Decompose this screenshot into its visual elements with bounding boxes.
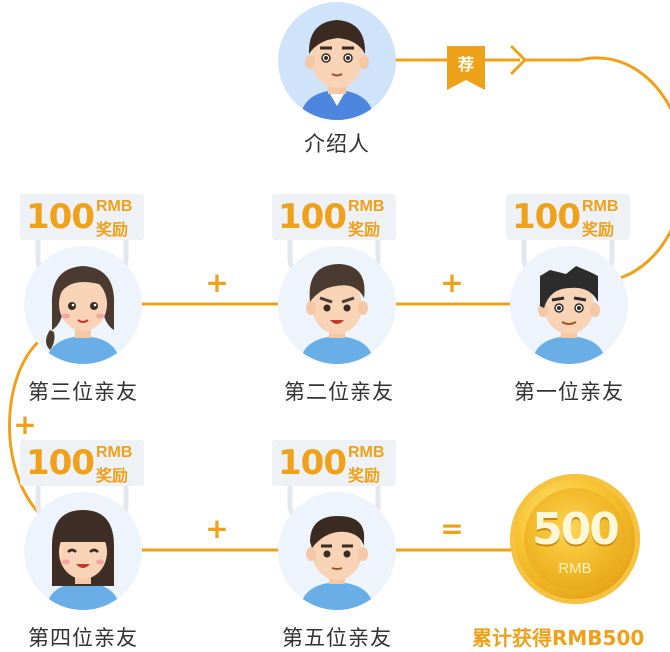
plus-sign: + [205, 266, 229, 299]
introducer-label: 介绍人 [304, 132, 370, 156]
friend-label-third: 第三位亲友 [28, 380, 138, 404]
reward-badge-fourth: 100 RMB 奖励 [20, 440, 144, 486]
gold-coin: 500 RMB [510, 474, 640, 604]
reward-amount: 100 [278, 443, 347, 483]
avatar-fourth-friend [24, 492, 142, 610]
reward-badge-second: 100 RMB 奖励 [272, 194, 396, 240]
reward-unit: RMB [96, 444, 133, 461]
friend-label-fifth: 第五位亲友 [282, 626, 392, 650]
avatar-third-friend [24, 246, 142, 364]
reward-unit: RMB [582, 198, 619, 215]
reward-unit: RMB [96, 198, 133, 215]
reward-amount: 100 [512, 197, 581, 237]
reward-badge-fifth: 100 RMB 奖励 [272, 440, 396, 486]
reward-badge-third: 100 RMB 奖励 [20, 194, 144, 240]
reward-badge-first: 100 RMB 奖励 [506, 194, 630, 240]
coin-unit: RMB [558, 560, 592, 577]
avatar-second-friend [278, 246, 396, 364]
reward-unit: RMB [348, 444, 385, 461]
reward-amount: 100 [26, 197, 95, 237]
avatar-fifth-friend [278, 492, 396, 610]
reward-word: 奖励 [348, 466, 381, 485]
plus-sign: + [205, 512, 229, 545]
total-reward-label: 累计获得RMB500 [472, 626, 645, 650]
reward-unit: RMB [348, 198, 385, 215]
avatar-first-friend [510, 246, 628, 364]
reward-word: 奖励 [96, 466, 129, 485]
friend-label-second: 第二位亲友 [284, 380, 394, 404]
reward-word: 奖励 [96, 220, 129, 239]
reward-amount: 100 [26, 443, 95, 483]
avatar-introducer [278, 2, 396, 120]
reward-amount: 100 [278, 197, 347, 237]
ribbon-icon [447, 46, 485, 90]
tag-text: 荐 [457, 55, 474, 74]
friend-label-first: 第一位亲友 [514, 380, 624, 404]
plus-sign: + [440, 266, 464, 299]
reward-word: 奖励 [348, 220, 381, 239]
recommend-tag: 荐 [447, 46, 485, 90]
reward-word: 奖励 [582, 220, 615, 239]
coin-face [524, 488, 626, 590]
equals-sign: = [440, 512, 464, 545]
friend-label-fourth: 第四位亲友 [28, 626, 138, 650]
coin-amount: 500 [532, 504, 620, 555]
plus-sign: + [13, 408, 37, 441]
